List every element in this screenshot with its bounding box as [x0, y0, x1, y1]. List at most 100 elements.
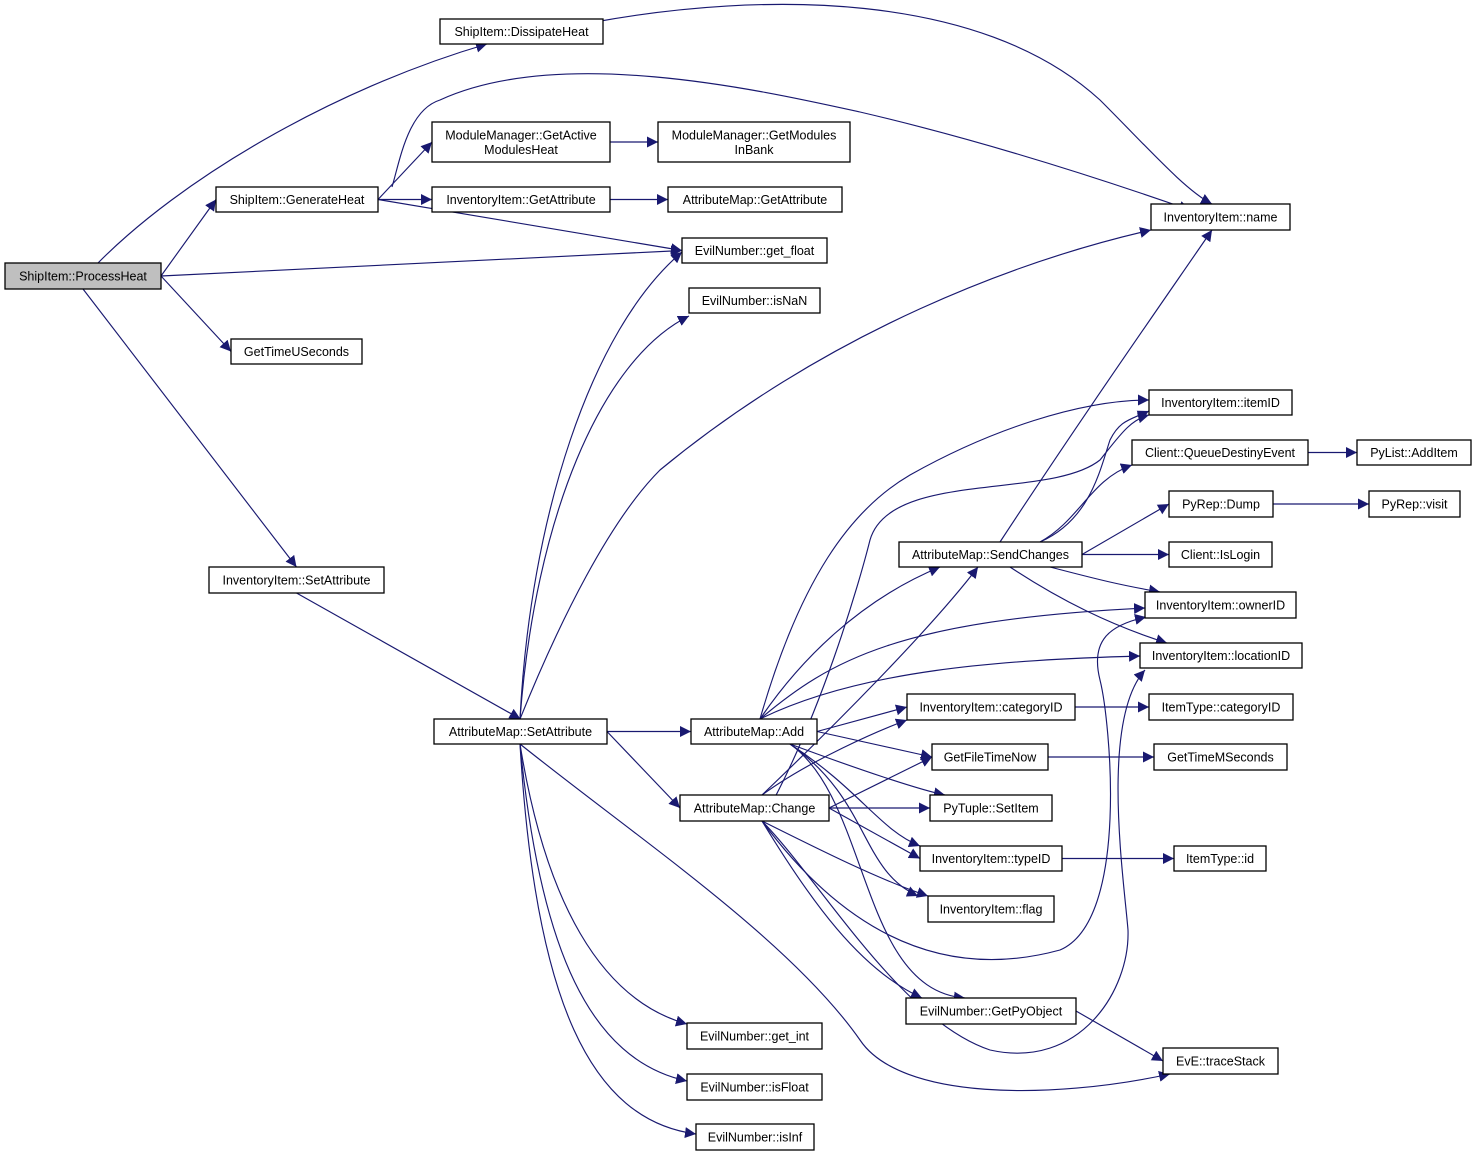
function-node-en-getfloat[interactable]: EvilNumber::get_float	[681, 237, 828, 264]
node-label: ModuleManager::GetActive	[445, 128, 597, 142]
node-label: GetFileTimeNow	[944, 751, 1038, 765]
function-node-pyrep-visit[interactable]: PyRep::visit	[1368, 490, 1461, 518]
call-arrow	[789, 743, 946, 799]
function-node-it-category[interactable]: ItemType::categoryID	[1148, 693, 1294, 721]
function-node-client-login[interactable]: Client::IsLogin	[1168, 541, 1273, 568]
node-label: GetTimeMSeconds	[1167, 751, 1274, 765]
node-box	[1131, 439, 1309, 466]
function-node-am-change[interactable]: AttributeMap::Change	[679, 794, 830, 822]
node-box	[4, 262, 162, 290]
function-node-ii-category[interactable]: InventoryItem::categoryID	[906, 693, 1076, 721]
function-node-gettimeu[interactable]: GetTimeUSeconds	[230, 338, 363, 365]
node-label: InventoryItem::name	[1164, 211, 1278, 225]
function-node-ii-location[interactable]: InventoryItem::locationID	[1139, 642, 1303, 669]
function-node-pylist-add[interactable]: PyList::AddItem	[1356, 439, 1472, 466]
function-node-gettimem[interactable]: GetTimeMSeconds	[1153, 743, 1288, 771]
call-edge-am_change-to-ii_flag	[761, 820, 929, 898]
node-label: EvilNumber::isInf	[708, 1131, 803, 1145]
call-arrow	[1009, 566, 1168, 645]
call-arrow	[761, 718, 908, 796]
call-edge-generate-to-ii_name	[391, 73, 1191, 212]
node-label: PyList::AddItem	[1370, 446, 1458, 460]
call-arrow	[160, 275, 232, 352]
node-label: EvilNumber::isFloat	[700, 1081, 809, 1095]
function-node-am-send[interactable]: AttributeMap::SendChanges	[898, 541, 1083, 568]
function-node-eve-trace[interactable]: EvE::traceStack	[1162, 1047, 1279, 1075]
function-node-ii-setattr[interactable]: InventoryItem::SetAttribute	[208, 566, 385, 594]
node-box	[1162, 1047, 1279, 1075]
call-edge-am_change-to-ii_category	[761, 718, 908, 796]
function-node-dissipate[interactable]: ShipItem::DissipateHeat	[439, 18, 604, 45]
node-box	[1368, 490, 1461, 518]
call-edge-am_add-to-getfiletime	[816, 730, 933, 760]
call-edge-processheat-to-gettimeu	[160, 275, 232, 352]
function-node-pytuple-set[interactable]: PyTuple::SetItem	[929, 794, 1053, 822]
call-edge-am_send-to-pyrep_dump	[1081, 503, 1170, 555]
node-label: GetTimeUSeconds	[244, 345, 349, 359]
function-node-am-add[interactable]: AttributeMap::Add	[690, 718, 818, 745]
function-node-it-id[interactable]: ItemType::id	[1173, 845, 1267, 872]
function-node-ii-name[interactable]: InventoryItem::name	[1150, 203, 1291, 231]
function-node-client-qde[interactable]: Client::QueueDestinyEvent	[1131, 439, 1309, 466]
function-node-en-getint[interactable]: EvilNumber::get_int	[686, 1022, 823, 1050]
function-node-ii-typeid[interactable]: InventoryItem::typeID	[919, 845, 1063, 872]
call-arrow	[160, 199, 217, 277]
call-arrow	[377, 141, 433, 200]
call-arrow	[519, 743, 1171, 1092]
call-edge-processheat-to-generate	[160, 199, 217, 277]
call-edge-am_change-to-ii_owner	[761, 614, 1147, 961]
function-node-generate[interactable]: ShipItem::GenerateHeat	[215, 186, 379, 213]
call-arrow	[1039, 463, 1133, 543]
call-arrow	[519, 743, 697, 1139]
function-node-ii-owner[interactable]: InventoryItem::ownerID	[1144, 591, 1297, 619]
call-edge-am_setattr-to-en_getint	[519, 743, 688, 1027]
call-arrow	[789, 743, 966, 1003]
call-edge-generate-to-mm_active	[377, 141, 433, 200]
node-label: InventoryItem::typeID	[932, 852, 1051, 866]
node-label: InventoryItem::ownerID	[1156, 599, 1285, 613]
call-edge-processheat-to-dissipate	[97, 41, 488, 264]
node-box	[690, 718, 818, 745]
function-node-processheat[interactable]: ShipItem::ProcessHeat	[4, 262, 162, 290]
call-edge-am_add-to-am_send	[759, 566, 941, 720]
node-box	[1173, 845, 1267, 872]
node-label: InventoryItem::itemID	[1161, 396, 1280, 410]
function-node-en-isinf[interactable]: EvilNumber::isInf	[695, 1123, 815, 1151]
function-node-pyrep-dump[interactable]: PyRep::Dump	[1168, 490, 1274, 518]
node-box	[1153, 743, 1288, 771]
call-edge-am_change-to-ii_typeid	[828, 807, 921, 860]
call-arrow	[606, 731, 681, 809]
call-edge-ii_setattr-to-am_setattr	[296, 592, 521, 720]
node-box	[686, 1073, 823, 1101]
function-node-ii-getattr[interactable]: InventoryItem::GetAttribute	[431, 186, 611, 213]
call-arrow	[816, 704, 908, 733]
call-edge-processheat-to-en_getfloat	[160, 245, 683, 277]
node-label: ShipItem::DissipateHeat	[454, 25, 589, 39]
call-edge-am_add-to-ii_category	[816, 704, 908, 733]
function-node-am-getattr[interactable]: AttributeMap::GetAttribute	[667, 186, 843, 213]
node-label: EvilNumber::isNaN	[702, 294, 808, 308]
call-edge-am_change-to-am_send	[761, 566, 979, 796]
call-edge-am_setattr-to-en_isfloat	[519, 743, 688, 1085]
node-label: InventoryItem::SetAttribute	[223, 574, 371, 588]
node-box	[657, 121, 851, 163]
node-label: EvilNumber::GetPyObject	[920, 1005, 1063, 1019]
call-arrow	[761, 412, 1150, 822]
node-box	[1168, 541, 1273, 568]
function-node-am-setattr[interactable]: AttributeMap::SetAttribute	[433, 718, 608, 745]
call-arrow	[828, 756, 933, 809]
node-box	[439, 18, 604, 45]
call-arrow	[97, 41, 488, 264]
function-node-en-isfloat[interactable]: EvilNumber::isFloat	[686, 1073, 823, 1101]
function-node-en-getpy[interactable]: EvilNumber::GetPyObject	[905, 997, 1077, 1025]
call-arrow	[759, 566, 941, 720]
node-box	[1168, 490, 1274, 518]
function-node-getfiletime[interactable]: GetFileTimeNow	[931, 743, 1049, 771]
function-node-ii-itemid[interactable]: InventoryItem::itemID	[1148, 389, 1293, 416]
function-node-ii-flag[interactable]: InventoryItem::flag	[927, 895, 1055, 923]
function-node-en-isnan[interactable]: EvilNumber::isNaN	[688, 287, 821, 314]
call-edge-am_change-to-ii_location	[761, 669, 1146, 1054]
call-arrow	[759, 603, 1146, 720]
